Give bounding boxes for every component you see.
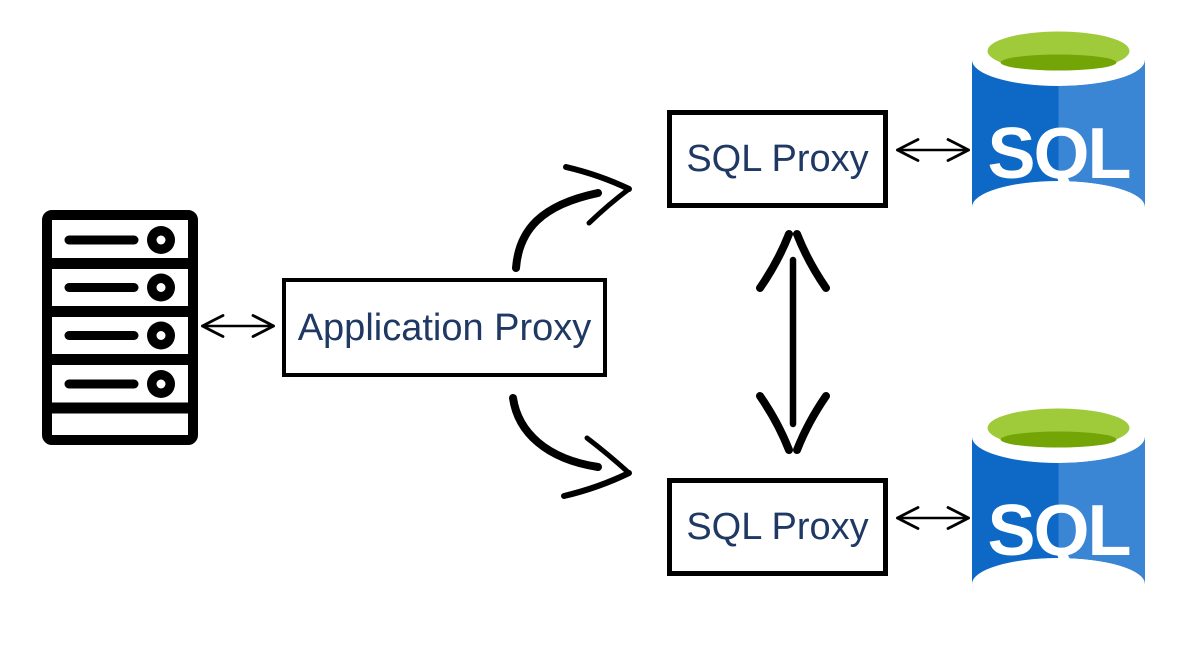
arrow-sqlproxy-bottom-db-icon [894, 500, 972, 536]
sql-proxy-top-box: SQL Proxy [667, 110, 888, 208]
curved-arrow-appproxy-to-sqlproxy-top-icon [512, 164, 632, 272]
sql-proxy-bottom-label: SQL Proxy [686, 506, 869, 548]
sql-proxy-top-label: SQL Proxy [686, 138, 869, 180]
azure-sql-database-bottom-icon: SQL [970, 403, 1146, 611]
application-proxy-label: Application Proxy [297, 306, 592, 349]
arrow-sqlproxy-top-bottom-icon [756, 230, 830, 454]
sql-db-bottom-label: SQL [987, 491, 1129, 571]
rack-server-icon [42, 210, 198, 445]
application-proxy-box: Application Proxy [282, 278, 607, 377]
arrow-server-appproxy-icon [199, 308, 277, 344]
sql-proxy-bottom-box: SQL Proxy [667, 478, 888, 576]
sql-db-top-label: SQL [987, 114, 1129, 194]
arrow-sqlproxy-top-db-icon [894, 132, 972, 168]
curved-arrow-appproxy-to-sqlproxy-bottom-icon [509, 394, 632, 499]
azure-sql-database-top-icon: SQL [970, 26, 1146, 234]
